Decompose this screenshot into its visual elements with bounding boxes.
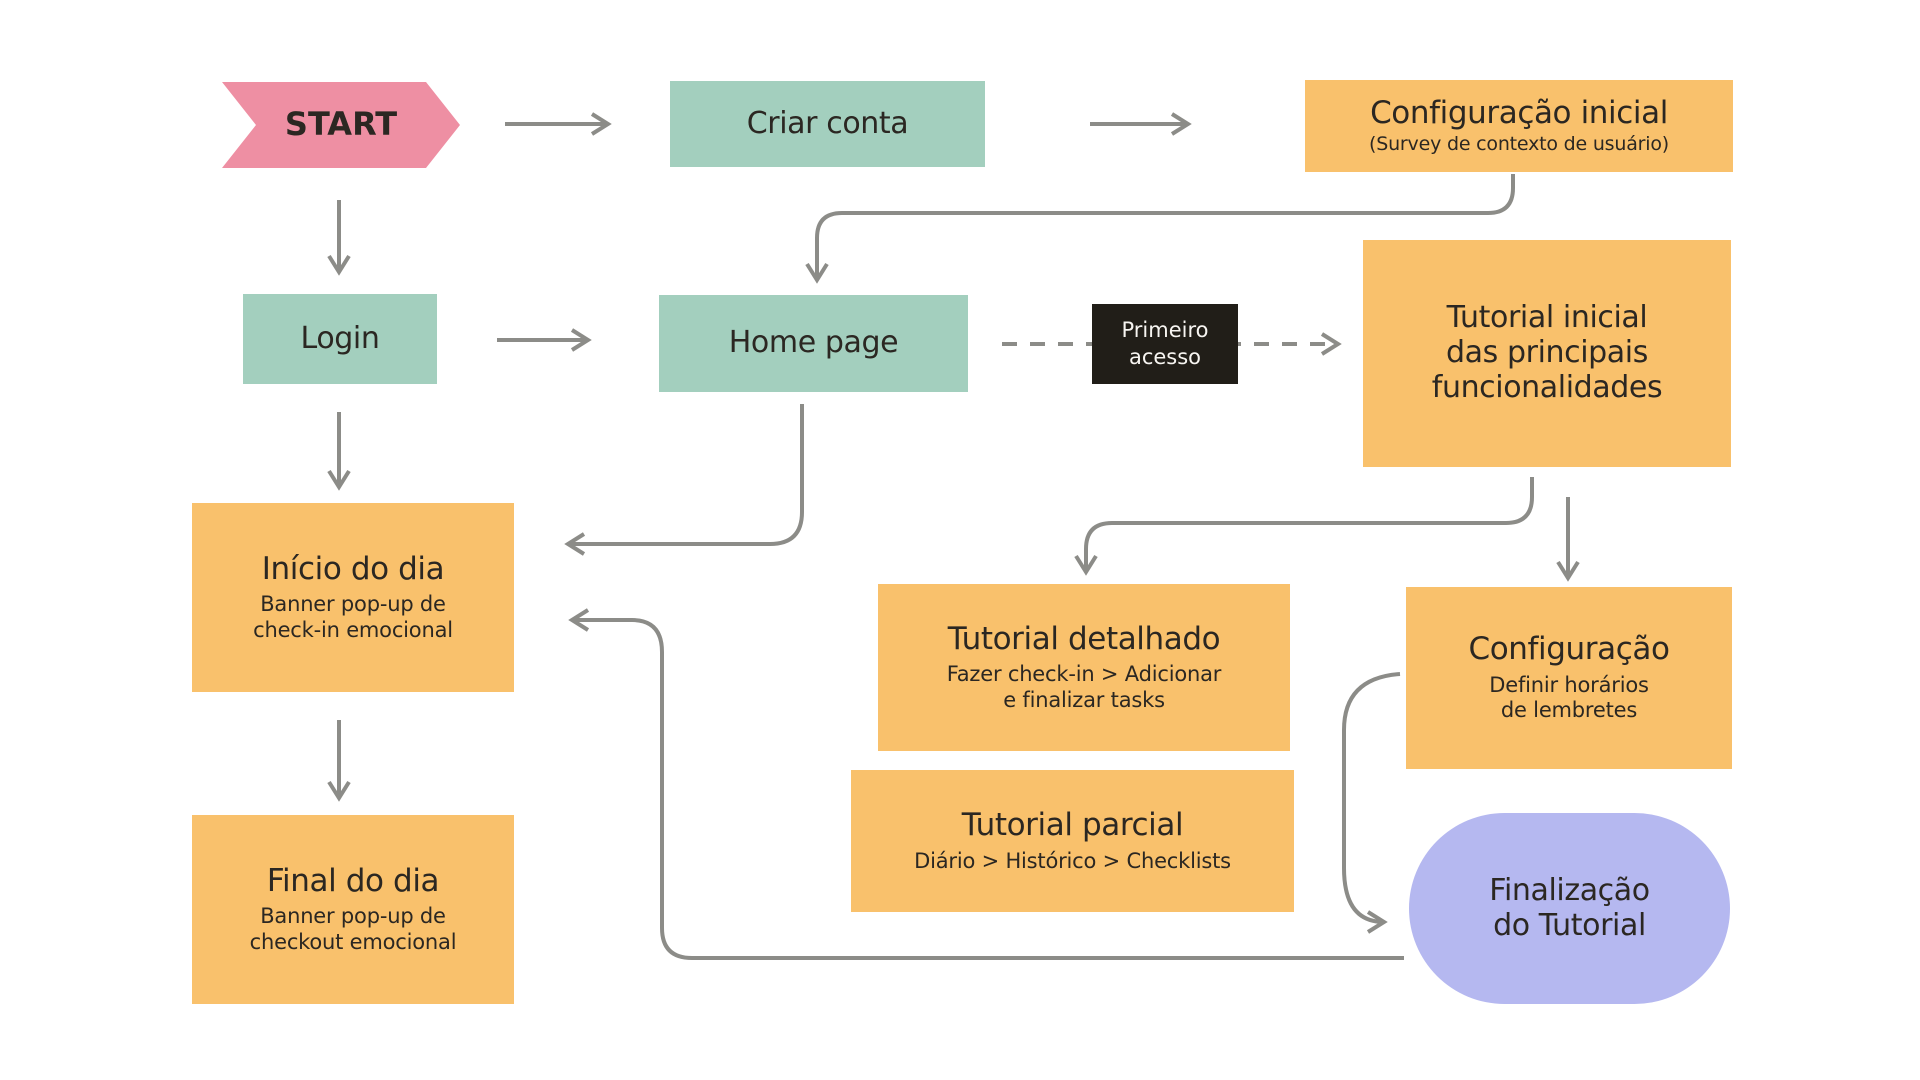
node-inicio-do-dia-title: Início do dia — [261, 550, 445, 587]
arrow-tutorial-inicial-to-tutorial-detalhado — [1074, 477, 1534, 576]
node-finalizacao-do-tutorial-label: Finalização do Tutorial — [1489, 872, 1650, 943]
node-start: START — [222, 82, 460, 168]
node-tutorial-inicial-label: Tutorial inicial das principais funciona… — [1431, 300, 1663, 405]
node-login-label: Login — [300, 320, 380, 356]
node-configuracao: Configuração Definir horários de lembret… — [1406, 587, 1732, 769]
node-inicio-do-dia: Início do dia Banner pop-up de check-in … — [192, 503, 514, 692]
arrow-config-inicial-to-home-page — [805, 174, 1515, 284]
node-primeiro-acesso: Primeiro acesso — [1092, 304, 1238, 384]
node-inicio-do-dia-subtitle: Banner pop-up de check-in emocional — [253, 592, 453, 642]
node-finalizacao-do-tutorial: Finalização do Tutorial — [1409, 813, 1730, 1004]
arrow-home-page-to-inicio-do-dia — [564, 404, 804, 556]
node-configuracao-inicial-title: Configuração inicial — [1370, 94, 1668, 131]
node-configuracao-subtitle: Definir horários de lembretes — [1489, 672, 1649, 723]
node-tutorial-parcial-subtitle: Diário > Histórico > Checklists — [914, 848, 1231, 873]
node-home-page: Home page — [659, 295, 968, 392]
node-login: Login — [243, 294, 437, 384]
node-tutorial-parcial-title: Tutorial parcial — [961, 806, 1184, 843]
arrow-finalizacao-to-inicio-do-dia — [568, 608, 1404, 960]
node-criar-conta: Criar conta — [670, 81, 985, 167]
node-tutorial-detalhado-subtitle: Fazer check-in > Adicionar e finalizar t… — [946, 662, 1222, 712]
node-configuracao-title: Configuração — [1468, 631, 1670, 668]
node-start-label: START — [284, 105, 398, 144]
node-final-do-dia-title: Final do dia — [266, 862, 440, 899]
node-final-do-dia-subtitle: Banner pop-up de checkout emocional — [249, 904, 457, 954]
node-tutorial-parcial: Tutorial parcial Diário > Histórico > Ch… — [851, 770, 1294, 912]
node-configuracao-inicial-subtitle: (Survey de contexto de usuário) — [1369, 133, 1669, 156]
node-final-do-dia: Final do dia Banner pop-up de checkout e… — [192, 815, 514, 1004]
node-criar-conta-label: Criar conta — [746, 105, 909, 141]
node-tutorial-detalhado-title: Tutorial detalhado — [947, 620, 1221, 657]
node-primeiro-acesso-label: Primeiro acesso — [1121, 317, 1209, 369]
node-tutorial-detalhado: Tutorial detalhado Fazer check-in > Adic… — [878, 584, 1290, 751]
node-tutorial-inicial: Tutorial inicial das principais funciona… — [1363, 240, 1731, 467]
arrow-configuracao-to-finalizacao — [1342, 672, 1401, 934]
node-home-page-label: Home page — [728, 325, 899, 361]
node-configuracao-inicial: Configuração inicial (Survey de contexto… — [1305, 80, 1733, 172]
